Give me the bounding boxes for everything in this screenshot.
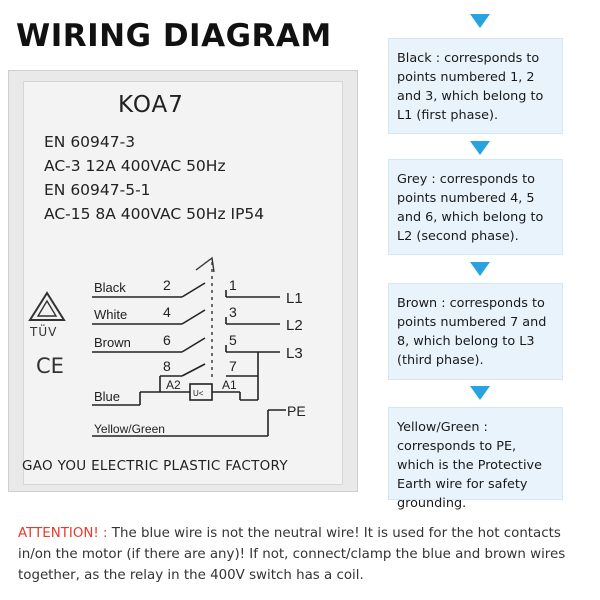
circuit-l1: [92, 282, 280, 298]
info-box-yellow-green: Yellow/Green : corresponds to PE, which …: [388, 407, 563, 511]
arrow-down-icon: [470, 262, 490, 276]
info-box-black: Black : corresponds to points numbered 1…: [388, 38, 563, 134]
circuit-l3: [92, 337, 280, 353]
arrow-down-icon: [470, 14, 490, 28]
line-label-pe: PE: [287, 403, 306, 419]
spec-line-4: AC-15 8A 400VAC 50Hz IP54: [44, 205, 265, 223]
coil-terminal-a2: A2: [166, 378, 181, 392]
coil-relay: [160, 383, 241, 401]
product-label-panel: [8, 70, 358, 492]
wire-label-yellow-green: Yellow/Green: [94, 422, 165, 436]
spec-line-1: EN 60947-3: [44, 133, 136, 151]
tuv-triangle-icon: [28, 291, 66, 321]
product-label: [23, 81, 343, 485]
terminal-8: 8: [163, 358, 171, 374]
wire-label-brown: Brown: [94, 335, 131, 350]
attention-label: ATTENTION! :: [18, 526, 108, 541]
line-label-l3: L3: [286, 345, 303, 362]
wire-label-blue: Blue: [94, 389, 120, 404]
coil-terminal-a1: A1: [222, 378, 237, 392]
wire-label-white: White: [94, 307, 127, 322]
page-title: WIRING DIAGRAM: [16, 18, 332, 54]
actuator-mark: [195, 256, 215, 273]
spec-line-2: AC-3 12A 400VAC 50Hz: [44, 157, 226, 175]
model-number: KOA7: [118, 92, 184, 118]
arrow-down-icon: [470, 386, 490, 400]
terminal-7: 7: [229, 358, 237, 374]
circuit-blue: [92, 391, 258, 406]
terminal-5: 5: [229, 332, 237, 348]
terminal-3: 3: [229, 304, 237, 320]
wire-label-black: Black: [94, 280, 126, 295]
circuit-l2: [92, 309, 280, 325]
line-label-l2: L2: [286, 317, 303, 334]
info-box-grey: Grey : corresponds to points numbered 4,…: [388, 159, 563, 255]
attention-text: The blue wire is not the neutral wire! I…: [18, 526, 566, 583]
coil-symbol: U<: [193, 389, 204, 398]
arrow-down-icon: [470, 141, 490, 155]
auxiliary-contact: [159, 352, 259, 400]
factory-name: GAO YOU ELECTRIC PLASTIC FACTORY: [22, 458, 288, 474]
terminal-1: 1: [229, 277, 237, 293]
tuv-mark: TÜV: [30, 325, 58, 339]
attention-note: ATTENTION! : The blue wire is not the ne…: [18, 523, 588, 586]
line-label-l1: L1: [286, 290, 303, 307]
circuit-pe: [92, 409, 286, 437]
terminal-4: 4: [163, 304, 171, 320]
ce-mark: CE: [36, 354, 64, 378]
terminal-2: 2: [163, 277, 171, 293]
info-box-brown: Brown : corresponds to points numbered 7…: [388, 283, 563, 380]
spec-line-3: EN 60947-5-1: [44, 181, 151, 199]
terminal-6: 6: [163, 332, 171, 348]
